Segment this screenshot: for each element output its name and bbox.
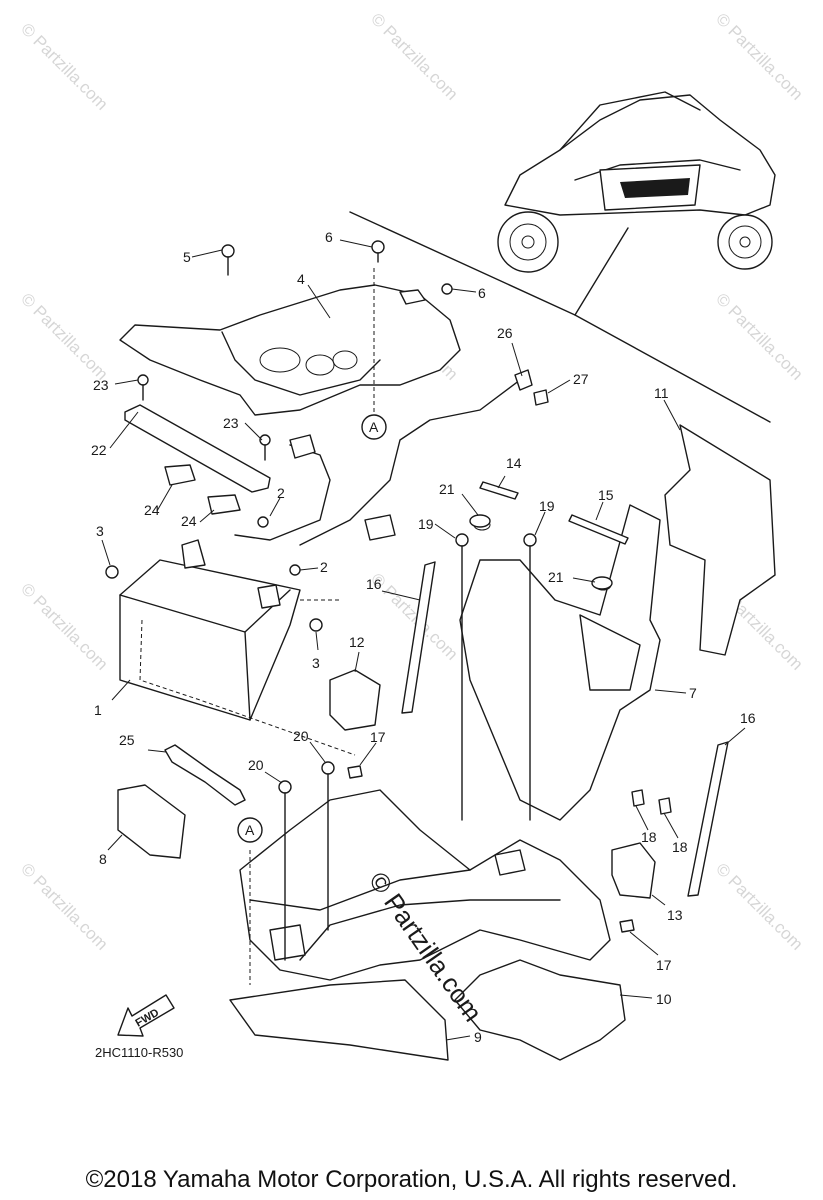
part-block-13 <box>611 842 656 899</box>
ref-marker-circle <box>237 817 263 843</box>
callout-20: 20 <box>248 757 264 773</box>
part-upper-cover <box>119 284 461 416</box>
watermark: © Partzilla.com <box>17 579 111 673</box>
callout-18: 18 <box>641 829 657 845</box>
copyright-notice: ©2018 Yamaha Motor Corporation, U.S.A. A… <box>85 1166 738 1193</box>
callout-10: 10 <box>656 991 672 1007</box>
part-main-bracket <box>459 504 661 821</box>
callout-1: 1 <box>94 702 102 718</box>
callout-19: 19 <box>539 498 555 514</box>
callout-9: 9 <box>474 1029 482 1045</box>
fwd-label: FWD <box>134 1007 162 1030</box>
part-pad <box>117 784 186 859</box>
callout-numbers: 1 2 2 3 3 4 5 6 6 7 8 9 10 11 12 13 14 1… <box>91 229 756 1045</box>
callout-2: 2 <box>277 485 285 501</box>
callout-23: 23 <box>93 377 109 393</box>
ref-marker-label: A <box>369 419 379 435</box>
forward-arrow-icon: FWD <box>117 994 175 1037</box>
callout-11: 11 <box>654 385 669 401</box>
callout-19: 19 <box>418 516 434 532</box>
part-strip-16-right <box>687 741 729 897</box>
watermark: © Partzilla.com <box>17 19 111 113</box>
watermark: © Partzilla.com <box>712 9 806 103</box>
callout-15: 15 <box>598 487 614 503</box>
callout-18: 18 <box>672 839 688 855</box>
vehicle-overview <box>497 91 776 316</box>
watermark: © Partzilla.com <box>17 289 111 383</box>
part-strip-15 <box>568 514 629 545</box>
callout-6: 6 <box>325 229 333 245</box>
callout-25: 25 <box>119 732 135 748</box>
callout-12: 12 <box>349 634 365 650</box>
callout-7: 7 <box>689 685 697 701</box>
part-bracket <box>124 404 271 515</box>
callout-13: 13 <box>667 907 683 923</box>
part-battery-box <box>239 789 611 981</box>
callout-27: 27 <box>573 371 589 387</box>
callout-21: 21 <box>439 481 455 497</box>
guide-lines <box>139 268 375 985</box>
watermark: © Partzilla.com <box>712 289 806 383</box>
part-strap <box>164 744 246 806</box>
part-battery <box>119 539 301 721</box>
callout-24: 24 <box>144 502 160 518</box>
callout-26: 26 <box>497 325 513 341</box>
callout-22: 22 <box>91 442 107 458</box>
watermark: © Partzilla.com <box>712 859 806 953</box>
diagram-code: 2HC1110-R530 <box>95 1045 184 1060</box>
part-wire-lead <box>234 369 533 546</box>
callout-3: 3 <box>312 655 320 671</box>
leader-lines <box>101 239 746 1041</box>
watermark: © Partzilla.com <box>367 9 461 103</box>
callout-24: 24 <box>181 513 197 529</box>
callout-3: 3 <box>96 523 104 539</box>
callout-6: 6 <box>478 285 486 301</box>
part-strip-14 <box>479 481 519 500</box>
callout-4: 4 <box>297 271 305 287</box>
assembly-frame-line <box>349 211 771 423</box>
part-strip-16-left <box>401 561 436 714</box>
callout-20: 20 <box>293 728 309 744</box>
callout-16: 16 <box>366 576 382 592</box>
callout-23: 23 <box>223 415 239 431</box>
ref-marker-circle <box>361 414 387 440</box>
callout-17: 17 <box>656 957 672 973</box>
callout-17: 17 <box>370 729 386 745</box>
watermark: © Partzilla.com <box>17 859 111 953</box>
ref-marker-label: A <box>245 822 255 838</box>
fasteners <box>105 240 672 961</box>
callout-2: 2 <box>320 559 328 575</box>
part-mat <box>229 979 449 1061</box>
part-block-12 <box>329 669 381 731</box>
callout-16: 16 <box>740 710 756 726</box>
callout-14: 14 <box>506 455 522 471</box>
callout-8: 8 <box>99 851 107 867</box>
part-side-panel <box>664 424 776 656</box>
callout-21: 21 <box>548 569 564 585</box>
part-lower-tray <box>454 959 626 1061</box>
callout-5: 5 <box>183 249 191 265</box>
